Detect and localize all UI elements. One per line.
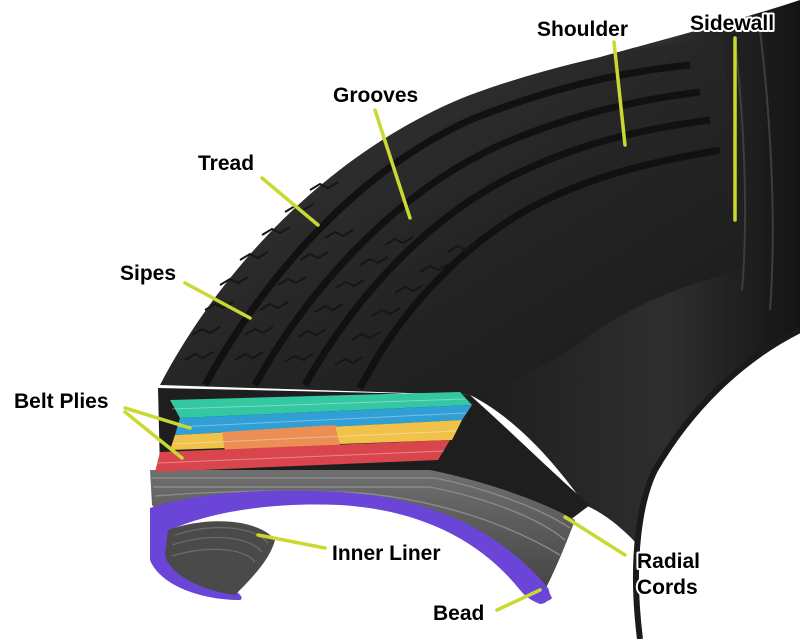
label-grooves: Grooves — [333, 84, 418, 107]
label-sipes: Sipes — [120, 262, 176, 285]
label-bead: Bead — [433, 602, 484, 625]
label-tread: Tread — [198, 152, 254, 175]
label-radial-cords-line2: Cords — [637, 576, 698, 599]
label-belt-plies: Belt Plies — [14, 390, 109, 413]
label-radial-cords-line1: Radial — [637, 550, 700, 573]
label-inner-liner: Inner Liner — [332, 542, 441, 565]
label-sidewall: Sidewall — [690, 12, 774, 35]
label-shoulder: Shoulder — [537, 18, 628, 41]
